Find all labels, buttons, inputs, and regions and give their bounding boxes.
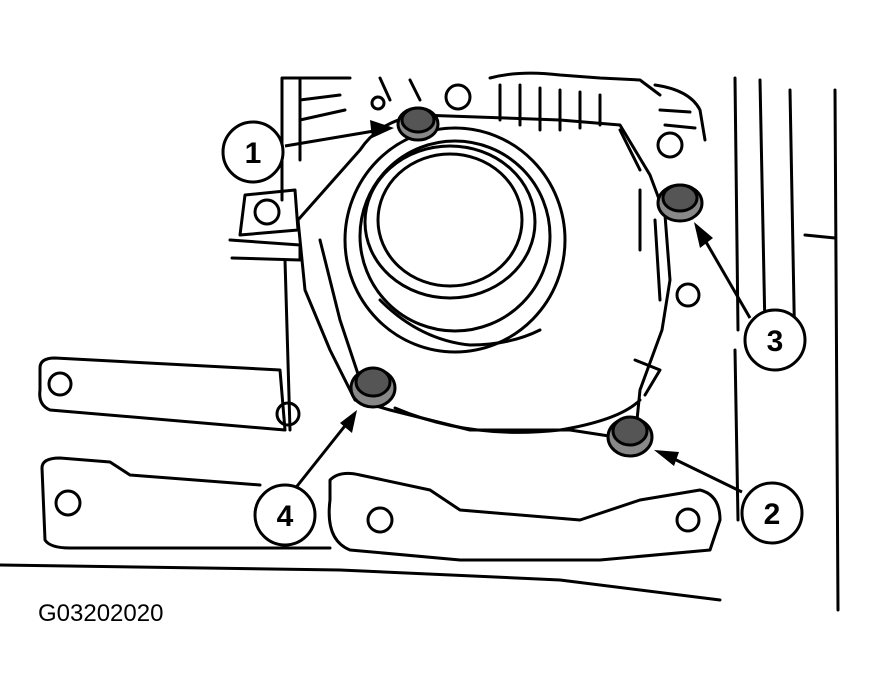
center-bore <box>343 126 567 354</box>
lower-gasket <box>327 471 722 562</box>
callout-label: 3 <box>767 325 784 358</box>
bolt-3 <box>656 183 704 223</box>
left-bracket <box>228 188 302 432</box>
callout-label: 4 <box>277 500 294 533</box>
leader-line-1 <box>284 128 381 148</box>
leader-line-3 <box>700 234 752 319</box>
bolt-2 <box>606 415 654 458</box>
callout-2: 2 <box>740 481 804 545</box>
engine-block-outline <box>280 71 840 612</box>
bolt-1 <box>396 106 440 142</box>
arrowhead-3 <box>694 222 713 248</box>
upper-hole-2 <box>370 95 386 111</box>
arrowhead-1 <box>370 120 394 138</box>
callout-3: 3 <box>743 308 807 372</box>
leader-line-4 <box>288 421 350 496</box>
lower-left-rail <box>0 356 722 602</box>
figure-id: G03202020 <box>38 600 164 627</box>
arrowhead-2 <box>654 450 679 466</box>
leader-line-2 <box>667 454 743 494</box>
callout-1: 1 <box>221 120 285 184</box>
callout-label: 1 <box>245 137 262 170</box>
upper-hole-1 <box>444 83 472 111</box>
arrowhead-4 <box>340 410 357 433</box>
callout-label: 2 <box>764 498 781 531</box>
callout-4: 4 <box>253 483 317 547</box>
bolt-4 <box>349 366 397 409</box>
